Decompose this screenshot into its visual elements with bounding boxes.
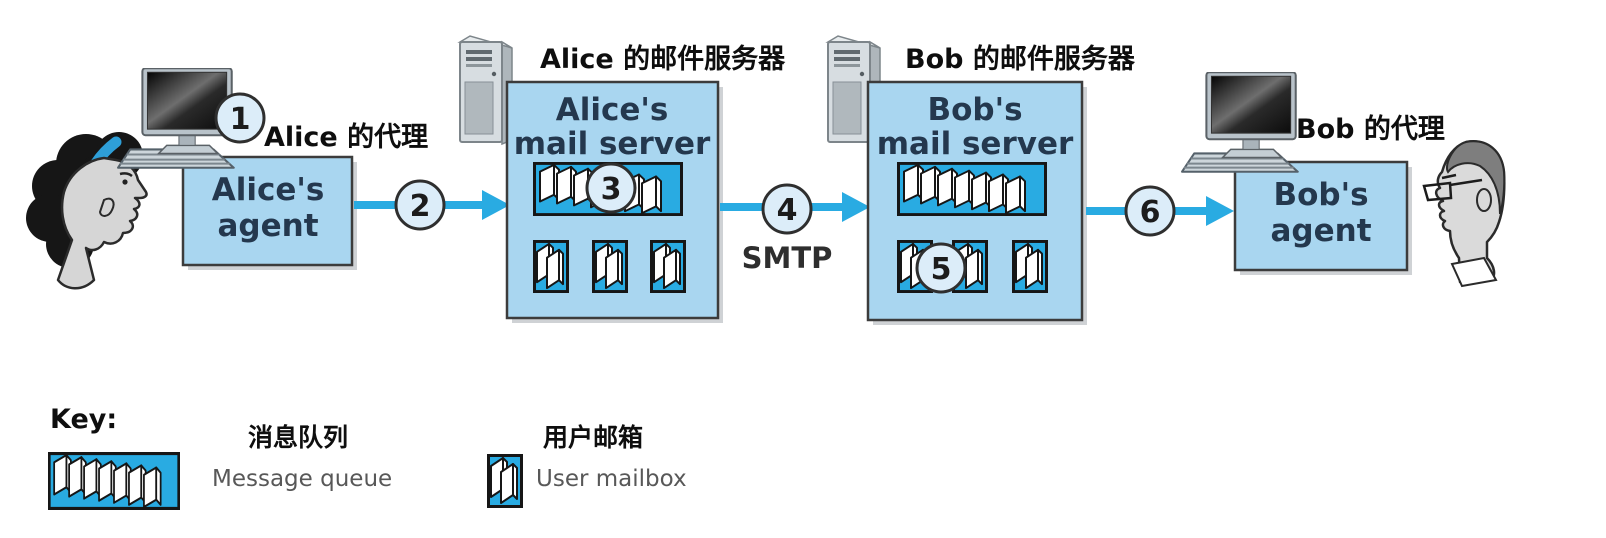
bob-agent-name-line1: Bob's <box>1273 177 1368 213</box>
legend-user-mailbox-label-cn: 用户邮箱 <box>543 423 643 452</box>
bob-agent-name-line2: agent <box>1270 213 1371 249</box>
step-1-badge: 1 <box>214 92 266 144</box>
step-2-number: 2 <box>410 189 431 224</box>
alice-user-mailbox-icon-2 <box>594 241 627 291</box>
bob-person-illustration <box>1422 140 1506 288</box>
step-5-badge: 5 <box>915 242 967 294</box>
bob-server-name-line2: mail server <box>877 126 1074 162</box>
alice-agent-label-cn: Alice 的代理 <box>264 121 428 153</box>
bob-agent-label-cn: Bob 的代理 <box>1296 113 1445 145</box>
step-3-badge: 3 <box>585 162 637 214</box>
bob-server-name-line1: Bob's <box>927 92 1022 128</box>
legend-user-mailbox-icon <box>489 456 522 507</box>
bob-computer-icon <box>1181 72 1299 173</box>
legend: Key: 消息队列 Message queue 用户邮箱 User mailbo… <box>49 404 687 509</box>
step-3-number: 3 <box>601 172 622 207</box>
alice-person-illustration <box>26 132 148 290</box>
legend-message-queue-label-en: Message queue <box>212 466 392 492</box>
legend-user-mailbox-label-en: User mailbox <box>536 466 687 492</box>
alice-mail-server-label-cn: Alice 的邮件服务器 <box>540 43 786 75</box>
step-4-number: 4 <box>777 193 798 228</box>
alice-agent-name-line2: agent <box>217 208 318 244</box>
alice-server-name-line2: mail server <box>514 126 711 162</box>
alice-agent-node <box>181 155 354 267</box>
alice-server-tower-icon <box>458 34 514 146</box>
step-2-badge: 2 <box>394 179 446 231</box>
step-6-badge: 6 <box>1124 185 1176 237</box>
legend-title: Key: <box>50 404 117 435</box>
bob-collar <box>1450 256 1498 288</box>
legend-message-queue-label-cn: 消息队列 <box>248 423 348 452</box>
alice-server-name-line1: Alice's <box>556 92 669 128</box>
bob-agent-node <box>1233 160 1409 272</box>
bob-glasses <box>1422 181 1453 202</box>
legend-message-queue-icon <box>49 454 178 509</box>
alice-user-mailbox-icon-3 <box>652 241 685 291</box>
bob-hair <box>1446 140 1506 215</box>
smtp-protocol-label: SMTP <box>742 241 833 275</box>
step-4-badge: 4 <box>761 183 813 235</box>
step-1-number: 1 <box>230 102 251 137</box>
alice-agent-name-line1: Alice's <box>212 172 325 208</box>
bob-user-mailbox-icon-3 <box>1014 241 1047 291</box>
step-5-number: 5 <box>931 252 952 287</box>
bob-mail-server-label-cn: Bob 的邮件服务器 <box>905 43 1136 75</box>
alice-user-mailbox-icon-1 <box>535 241 568 291</box>
step-6-number: 6 <box>1140 195 1161 230</box>
bob-message-queue-icon <box>899 163 1046 214</box>
